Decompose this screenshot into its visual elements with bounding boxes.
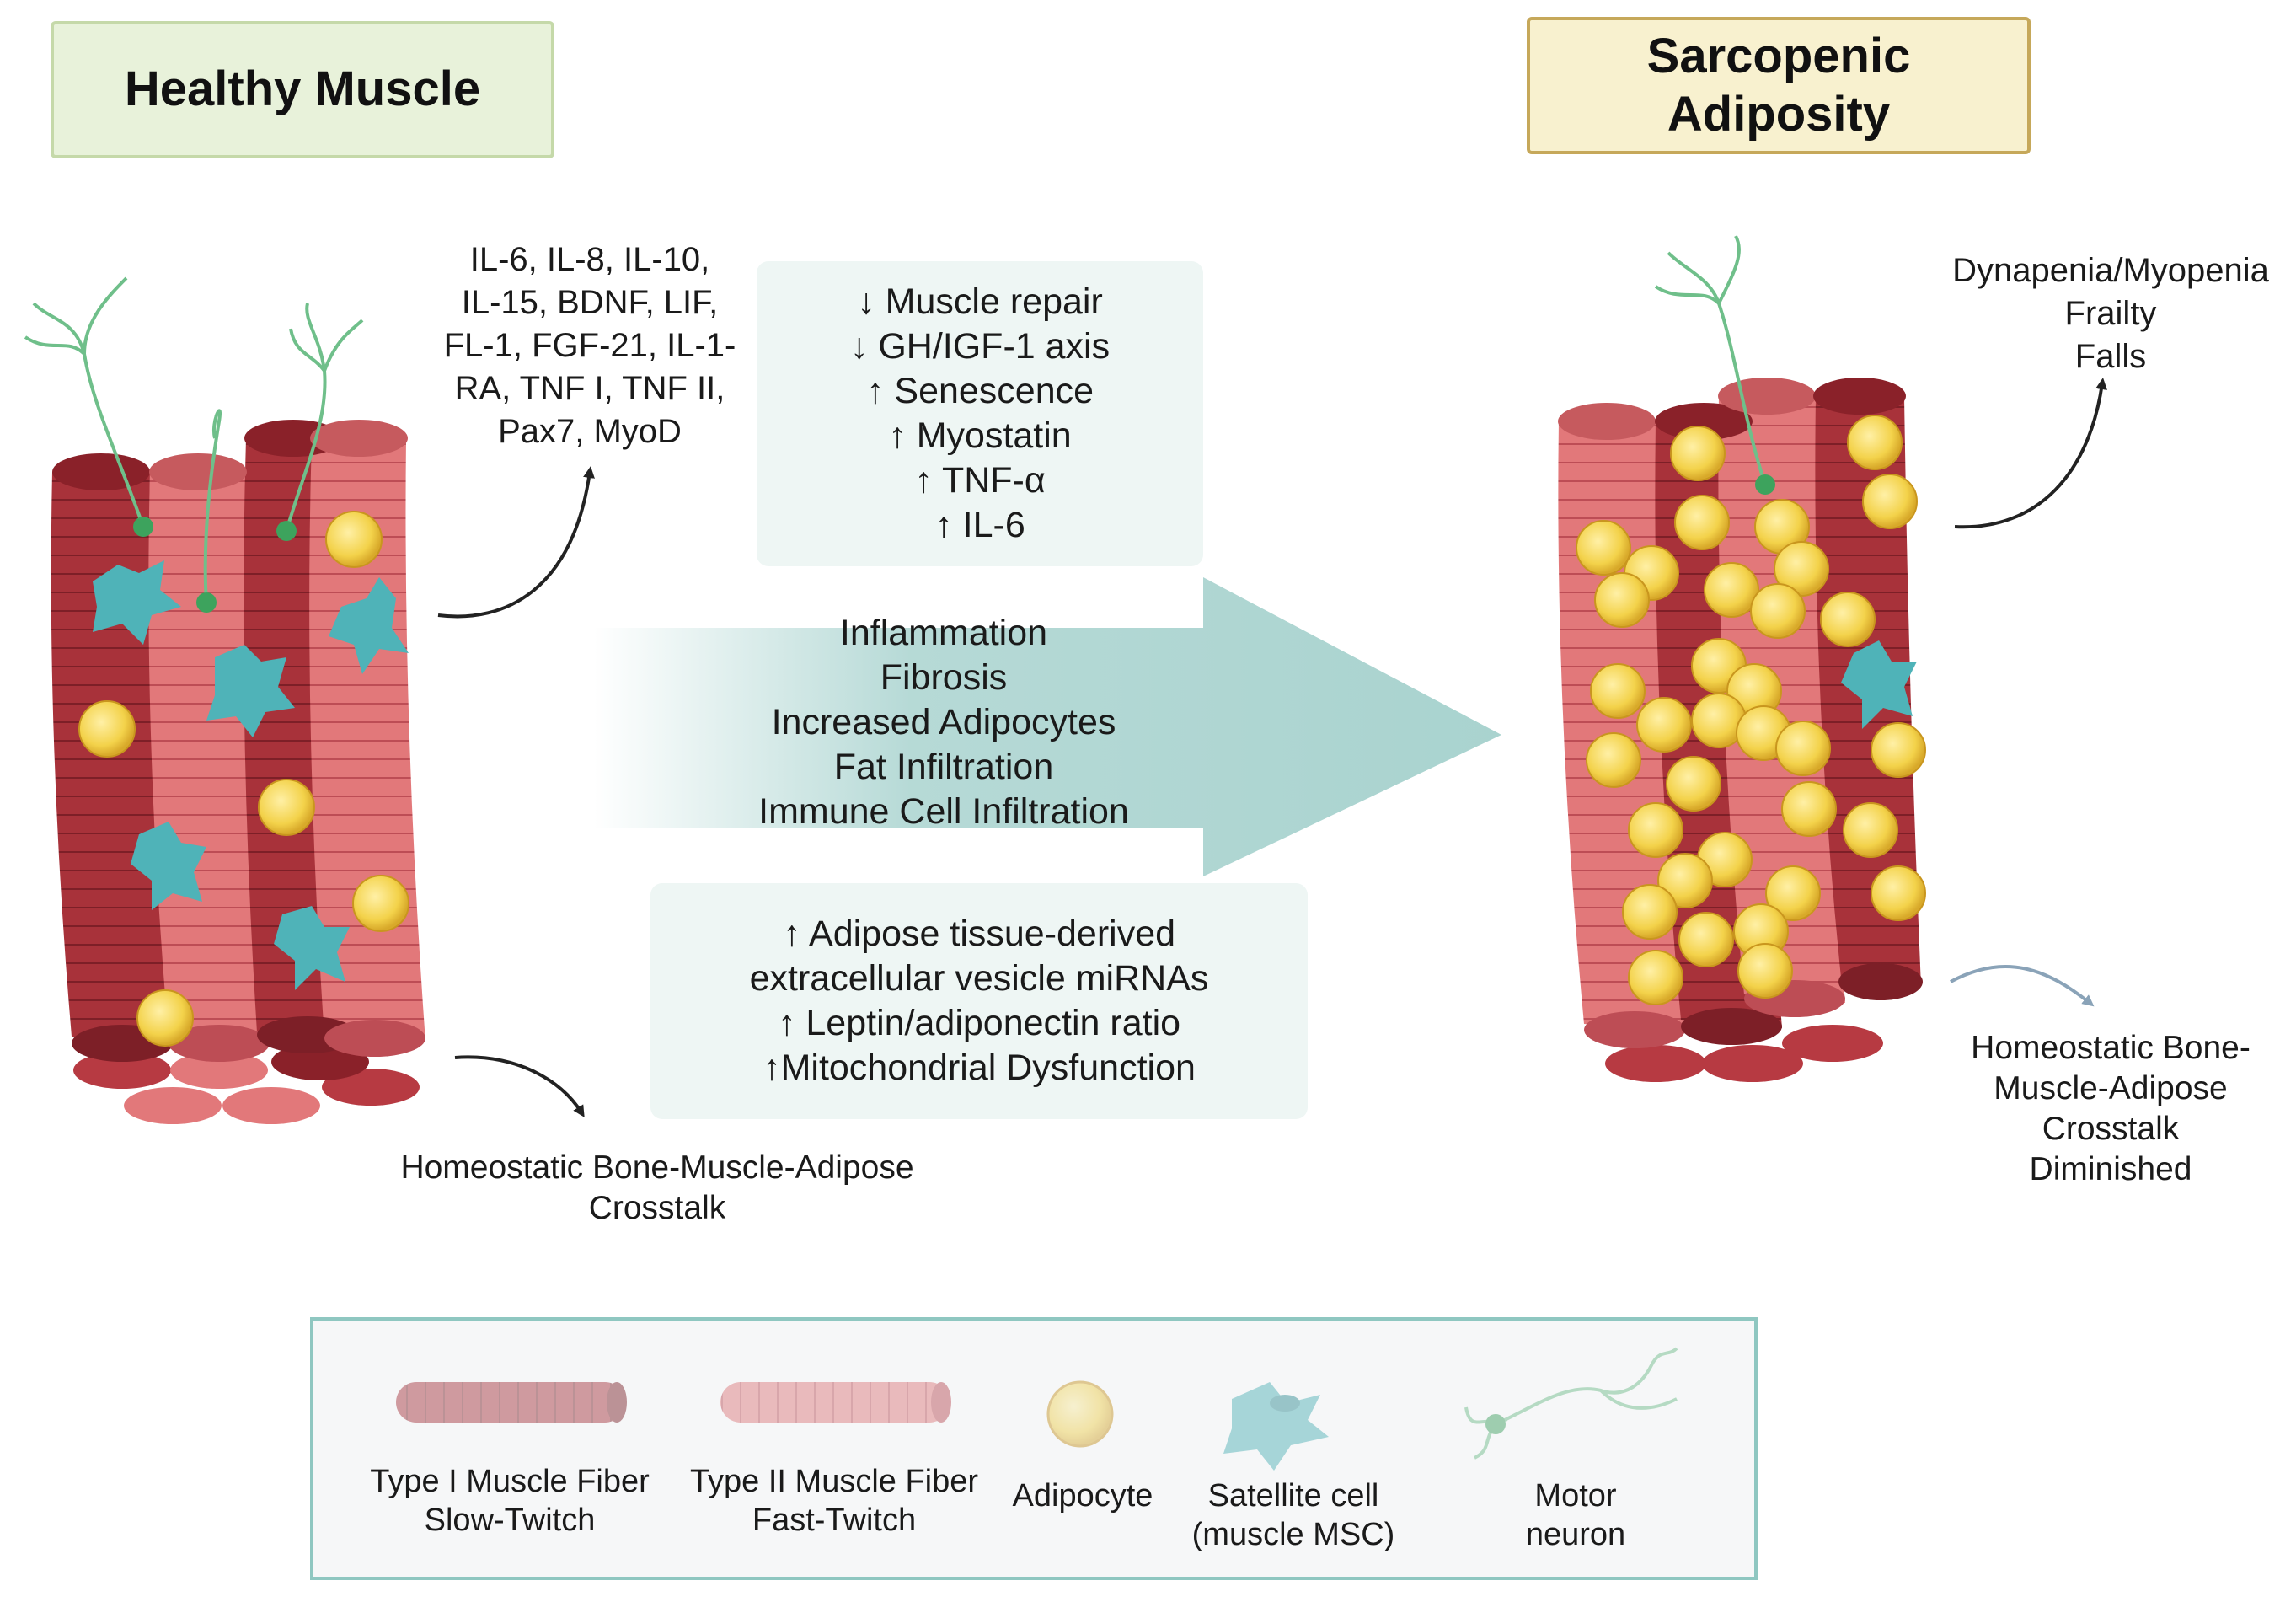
cytokines-line: Pax7, MyoD — [498, 413, 682, 450]
legend-label-neuron: Motor neuron — [1449, 1476, 1702, 1554]
muscle-change-item: ↑ Myostatin — [888, 415, 1072, 456]
healthy-crosstalk-line: Crosstalk — [588, 1190, 726, 1226]
sarcopenic-muscle-illustration — [1558, 235, 1926, 1082]
diminished-crosstalk-label: Homeostatic Bone- Muscle-Adipose Crossta… — [1934, 1028, 2288, 1190]
legend-type1-line: Slow-Twitch — [424, 1503, 596, 1538]
healthy-crosstalk-label: Homeostatic Bone-Muscle-Adipose Crosstal… — [354, 1148, 961, 1229]
sarcopenic-title-line-1: Sarcopenic — [1646, 29, 1911, 84]
legend-label-type2: Type II Muscle Fiber Fast-Twitch — [666, 1462, 1003, 1540]
outcomes-list: Dynapenia/Myopenia Frailty Falls — [1925, 249, 2296, 378]
diminished-crosstalk-arrow — [1950, 964, 2095, 1007]
cytokines-line: IL-15, BDNF, LIF, — [461, 284, 719, 321]
healthy-crosstalk-arrow — [454, 1055, 585, 1117]
legend-box — [310, 1317, 1758, 1580]
diminished-crosstalk-line: Muscle-Adipose — [1994, 1070, 2228, 1106]
legend-label-adipocyte: Adipocyte — [977, 1476, 1188, 1515]
outcome-item: Falls — [2074, 338, 2147, 375]
adipose-changes-panel: ↑ Adipose tissue-derived extracellular v… — [650, 883, 1308, 1119]
cytokines-list: IL-6, IL-8, IL-10, IL-15, BDNF, LIF, FL-… — [434, 238, 746, 453]
adipose-change-item: extracellular vesicle miRNAs — [749, 958, 1209, 999]
healthy-muscle-illustration — [24, 276, 425, 1124]
diminished-crosstalk-line: Crosstalk — [2042, 1111, 2180, 1147]
legend-neuron-line: neuron — [1525, 1517, 1626, 1552]
legend-label-type1: Type I Muscle Fiber Slow-Twitch — [341, 1462, 678, 1540]
progression-item: Increased Adipocytes — [771, 702, 1116, 742]
healthy-crosstalk-line: Homeostatic Bone-Muscle-Adipose — [400, 1149, 914, 1186]
cytokines-line: RA, TNF I, TNF II, — [454, 370, 725, 407]
cytokines-line: IL-6, IL-8, IL-10, — [469, 241, 710, 278]
muscle-change-item: ↑ Senescence — [865, 371, 1094, 411]
adipose-change-item: ↑ Leptin/adiponectin ratio — [777, 1003, 1181, 1043]
muscle-change-item: ↑ TNF-α — [914, 460, 1046, 501]
muscle-changes-panel: ↓ Muscle repair ↓ GH/IGF-1 axis ↑ Senesc… — [757, 261, 1203, 566]
outcomes-arrow — [1954, 378, 2107, 529]
healthy-muscle-title-text: Healthy Muscle — [124, 62, 481, 117]
progression-arrow-text: Inflammation Fibrosis Increased Adipocyt… — [691, 611, 1196, 834]
legend-satellite-line: Satellite cell — [1207, 1478, 1379, 1514]
legend-neuron-line: Motor — [1534, 1478, 1617, 1514]
legend-type1-line: Type I Muscle Fiber — [370, 1464, 650, 1499]
progression-item: Immune Cell Infiltration — [758, 791, 1129, 832]
legend-satellite-line: (muscle MSC) — [1191, 1517, 1395, 1552]
diminished-crosstalk-line: Homeostatic Bone- — [1971, 1030, 2251, 1066]
progression-item: Inflammation — [839, 613, 1048, 653]
healthy-muscle-title: Healthy Muscle — [51, 21, 554, 158]
progression-item: Fat Infiltration — [833, 747, 1054, 787]
muscle-change-item: ↓ GH/IGF-1 axis — [849, 326, 1111, 367]
legend-adipocyte-line: Adipocyte — [1012, 1478, 1153, 1514]
outcome-item: Dynapenia/Myopenia — [1952, 252, 2269, 289]
adipose-change-item: ↑Mitochondrial Dysfunction — [763, 1047, 1196, 1088]
muscle-change-item: ↑ IL-6 — [934, 505, 1025, 545]
muscle-change-item: ↓ Muscle repair — [857, 281, 1103, 322]
adipose-change-item: ↑ Adipose tissue-derived — [782, 914, 1176, 954]
legend-type2-line: Type II Muscle Fiber — [689, 1464, 979, 1499]
outcome-item: Frailty — [2064, 295, 2157, 332]
cytokines-arrow — [437, 466, 595, 619]
cytokines-line: FL-1, FGF-21, IL-1- — [443, 327, 736, 364]
sarcopenic-title-line-2: Adiposity — [1667, 86, 1891, 142]
progression-item: Fibrosis — [880, 657, 1008, 698]
progression-arrow — [594, 577, 1501, 876]
legend-type2-line: Fast-Twitch — [752, 1503, 917, 1538]
sarcopenic-adiposity-title: Sarcopenic Adiposity — [1527, 17, 2031, 154]
legend-label-satellite: Satellite cell (muscle MSC) — [1159, 1476, 1428, 1554]
diminished-crosstalk-line: Diminished — [2029, 1151, 2192, 1187]
